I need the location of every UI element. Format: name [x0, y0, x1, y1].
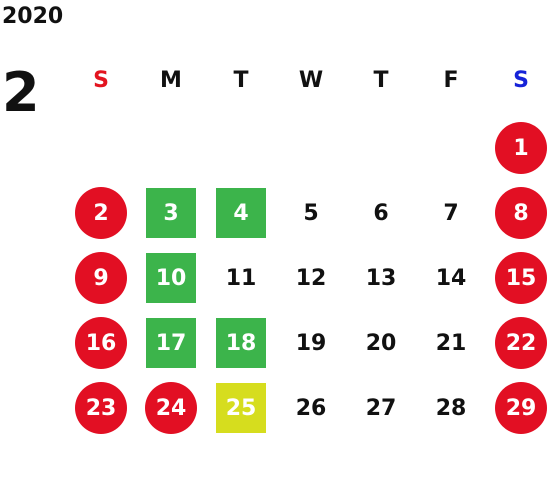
calendar-day[interactable]: 1 [495, 122, 547, 174]
year-label: 2020 [2, 4, 64, 29]
calendar-day[interactable]: 14 [435, 265, 467, 291]
calendar-day[interactable]: 24 [145, 382, 197, 434]
calendar-day[interactable]: 15 [495, 252, 547, 304]
calendar-cell: 20 [346, 317, 416, 369]
calendar-day[interactable]: 8 [495, 187, 547, 239]
calendar-cell: 22 [486, 317, 548, 369]
calendar-day[interactable]: 29 [495, 382, 547, 434]
calendar-cell: 21 [416, 317, 486, 369]
calendar-cell: 14 [416, 252, 486, 304]
calendar-cell: 23 [66, 382, 136, 434]
calendar-cell: 12 [276, 252, 346, 304]
month-number: 2 [2, 61, 40, 124]
weekday-tuesday: T [233, 68, 249, 93]
calendar-cell: 24 [136, 382, 206, 434]
calendar-day[interactable]: 25 [216, 383, 266, 433]
calendar-cell: 25 [206, 382, 276, 434]
weekday-sunday: S [93, 68, 109, 93]
calendar-cell: 4 [206, 187, 276, 239]
calendar-cell: 7 [416, 187, 486, 239]
calendar-cell: 28 [416, 382, 486, 434]
calendar-day[interactable]: 11 [225, 265, 257, 291]
calendar-cell: 13 [346, 252, 416, 304]
calendar-day[interactable]: 20 [365, 330, 397, 356]
calendar-week-row: 16 17 18 19 20 21 22 [66, 317, 548, 369]
weekday-thursday: T [373, 68, 389, 93]
calendar-cell: 27 [346, 382, 416, 434]
weekday-friday: F [443, 68, 459, 93]
calendar-day[interactable]: 22 [495, 317, 547, 369]
calendar-day[interactable]: 9 [75, 252, 127, 304]
calendar-cell: 9 [66, 252, 136, 304]
calendar-week-row: 9 10 11 12 13 14 15 [66, 252, 548, 304]
calendar-cell: 15 [486, 252, 548, 304]
calendar-cell [206, 122, 276, 174]
calendar-cell [66, 122, 136, 174]
calendar-cell: 10 [136, 252, 206, 304]
calendar-day[interactable]: 5 [303, 200, 319, 226]
calendar-day[interactable]: 13 [365, 265, 397, 291]
weekday-wednesday: W [298, 68, 324, 93]
calendar-day[interactable]: 16 [75, 317, 127, 369]
calendar-cell [416, 122, 486, 174]
calendar-cell: 5 [276, 187, 346, 239]
weekday-monday: M [160, 68, 182, 93]
calendar-week-row: 1 [66, 122, 548, 174]
weekday-saturday: S [513, 68, 529, 93]
calendar-cell [136, 122, 206, 174]
calendar-day[interactable]: 27 [365, 395, 397, 421]
weekday-header: S M T W T F S [66, 66, 548, 96]
calendar-day[interactable]: 28 [435, 395, 467, 421]
calendar-day[interactable]: 26 [295, 395, 327, 421]
calendar-cell: 2 [66, 187, 136, 239]
calendar-day[interactable]: 3 [146, 188, 196, 238]
calendar-day[interactable]: 12 [295, 265, 327, 291]
calendar-day[interactable]: 18 [216, 318, 266, 368]
calendar-day[interactable]: 17 [146, 318, 196, 368]
calendar-cell: 19 [276, 317, 346, 369]
calendar-cell [346, 122, 416, 174]
calendar-cell: 3 [136, 187, 206, 239]
calendar-day[interactable]: 4 [216, 188, 266, 238]
calendar-cell: 6 [346, 187, 416, 239]
calendar-day[interactable]: 23 [75, 382, 127, 434]
calendar-day[interactable]: 10 [146, 253, 196, 303]
calendar-day[interactable]: 19 [295, 330, 327, 356]
calendar-cell: 26 [276, 382, 346, 434]
calendar-day[interactable]: 7 [443, 200, 459, 226]
calendar-day[interactable]: 6 [373, 200, 389, 226]
calendar-day[interactable]: 21 [435, 330, 467, 356]
calendar-cell [276, 122, 346, 174]
calendar-cell: 16 [66, 317, 136, 369]
calendar-cell: 8 [486, 187, 548, 239]
calendar-day[interactable]: 2 [75, 187, 127, 239]
calendar-cell: 11 [206, 252, 276, 304]
calendar-week-row: 23 24 25 26 27 28 29 [66, 382, 548, 434]
calendar-cell: 18 [206, 317, 276, 369]
calendar-cell: 29 [486, 382, 548, 434]
calendar-cell: 17 [136, 317, 206, 369]
calendar-cell: 1 [486, 122, 548, 174]
